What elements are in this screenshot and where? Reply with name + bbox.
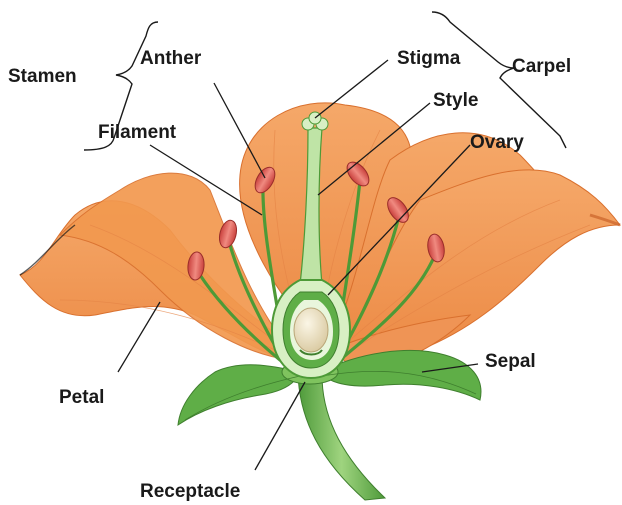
ovule — [294, 308, 328, 352]
carpel-brace — [432, 12, 566, 148]
label-petal: Petal — [59, 387, 104, 408]
label-style: Style — [433, 90, 478, 111]
label-carpel: Carpel — [512, 56, 571, 77]
label-stigma: Stigma — [397, 48, 461, 69]
stem — [298, 375, 385, 500]
label-stamen: Stamen — [8, 66, 77, 87]
label-sepal: Sepal — [485, 351, 536, 372]
label-ovary: Ovary — [470, 132, 524, 153]
sepal-left — [178, 365, 300, 425]
label-filament: Filament — [98, 122, 177, 143]
label-receptacle: Receptacle — [140, 481, 240, 502]
label-anther: Anther — [140, 48, 202, 69]
